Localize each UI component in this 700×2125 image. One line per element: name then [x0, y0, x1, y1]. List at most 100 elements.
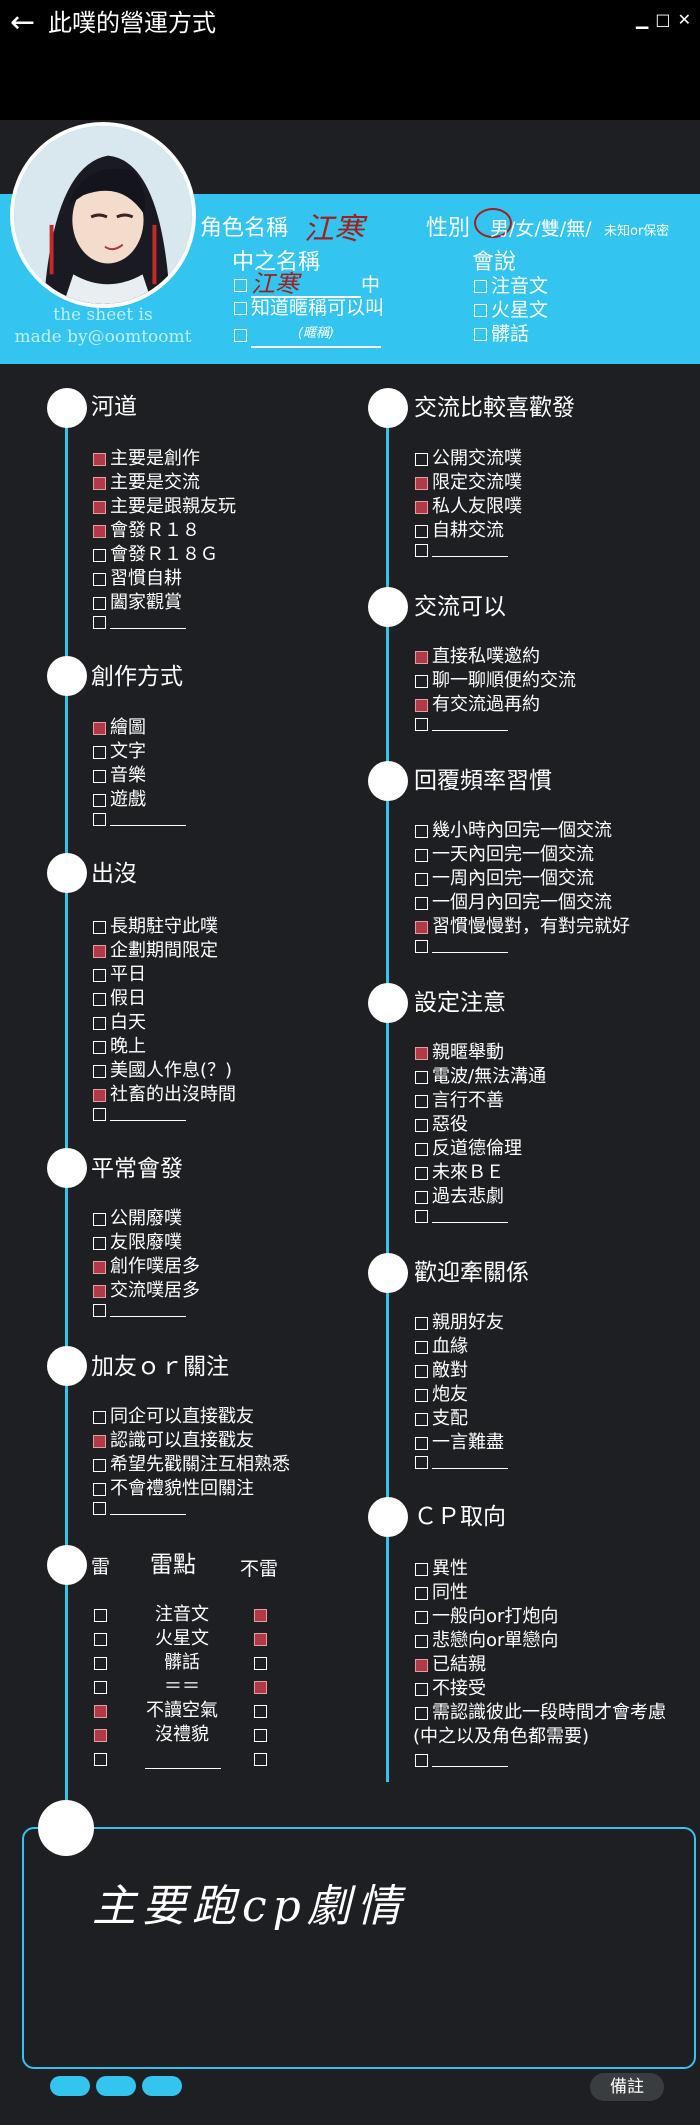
checkbox-icon[interactable] [415, 1209, 428, 1223]
list-item[interactable]: 企劃期間限定 [93, 939, 218, 963]
checkbox-icon[interactable] [415, 848, 428, 862]
list-item[interactable]: 悲戀向or單戀向 [415, 1629, 558, 1653]
list-item[interactable]: 未來ＢＥ [415, 1161, 504, 1185]
list-item[interactable]: 希望先戳關注互相熟悉 [93, 1453, 290, 1477]
checkbox-checked-icon[interactable] [93, 944, 106, 958]
checkbox-icon[interactable] [415, 896, 428, 910]
checkbox-icon[interactable] [93, 920, 106, 934]
list-item[interactable]: 會發Ｒ１８Ｇ [93, 543, 218, 567]
list-item[interactable]: 一般向or打炮向 [415, 1605, 558, 1629]
list-item[interactable]: 音樂 [93, 764, 146, 788]
checkbox-icon[interactable] [415, 1118, 428, 1132]
checkbox-icon[interactable] [415, 1142, 428, 1156]
checkbox-checked-icon[interactable] [93, 721, 106, 735]
checkbox-checked-icon[interactable] [415, 1046, 428, 1060]
nakanohito-row[interactable]: 江寒 中 [234, 272, 380, 298]
list-item[interactable]: 一個月內回完一個交流 [415, 891, 612, 915]
list-item[interactable]: 遊戲 [93, 788, 146, 812]
checkbox-icon[interactable] [234, 328, 247, 342]
checkbox-checked-icon[interactable] [415, 1658, 428, 1672]
checkbox-icon[interactable] [93, 745, 106, 759]
lei-left-checkbox[interactable] [94, 1609, 107, 1622]
list-item-blank[interactable] [415, 939, 508, 953]
list-item[interactable]: 一天內回完一個交流 [415, 843, 594, 867]
lei-right-checkbox[interactable] [254, 1729, 267, 1742]
list-item-blank[interactable] [93, 615, 186, 629]
list-item-blank[interactable] [93, 1303, 186, 1317]
checkbox-icon[interactable] [415, 872, 428, 886]
nickname-row[interactable]: 知道暱稱可以叫 [234, 296, 384, 320]
checkbox-icon[interactable] [415, 1340, 428, 1354]
checkbox-icon[interactable] [415, 524, 428, 538]
checkbox-icon[interactable] [415, 939, 428, 953]
lei-right-checkbox[interactable] [254, 1657, 267, 1670]
checkbox-checked-icon[interactable] [93, 476, 106, 490]
lei-right-checkbox[interactable] [254, 1753, 267, 1766]
checkbox-icon[interactable] [415, 717, 428, 731]
checkbox-icon[interactable] [93, 572, 106, 586]
checkbox-icon[interactable] [234, 301, 247, 315]
checkbox-icon[interactable] [415, 1634, 428, 1648]
checkbox-icon[interactable] [93, 1410, 106, 1424]
checkbox-icon[interactable] [93, 1016, 106, 1030]
checkbox-icon[interactable] [93, 812, 106, 826]
list-item[interactable]: 限定交流噗 [415, 471, 522, 495]
list-item[interactable]: 友限廢噗 [93, 1231, 182, 1255]
list-item[interactable]: 認識可以直接戳友 [93, 1429, 254, 1453]
list-item[interactable]: 交流噗居多 [93, 1279, 200, 1303]
list-item[interactable]: 同企可以直接戳友 [93, 1405, 254, 1429]
checkbox-icon[interactable] [415, 1070, 428, 1084]
checkbox-icon[interactable] [415, 1412, 428, 1426]
checkbox-icon[interactable] [93, 793, 106, 807]
checkbox-icon[interactable] [415, 543, 428, 557]
checkbox-icon[interactable] [415, 1166, 428, 1180]
checkbox-icon[interactable] [415, 1753, 428, 1767]
list-item-blank[interactable] [415, 1455, 508, 1469]
checkbox-checked-icon[interactable] [415, 500, 428, 514]
list-item[interactable]: 不接受 [415, 1677, 486, 1701]
checkbox-icon[interactable] [93, 615, 106, 629]
list-item[interactable]: 主要是交流 [93, 471, 200, 495]
list-item[interactable]: 敵對 [415, 1359, 468, 1383]
checkbox-icon[interactable] [415, 1364, 428, 1378]
checkbox-icon[interactable] [415, 1388, 428, 1402]
list-item[interactable]: 電波/無法溝通 [415, 1065, 546, 1089]
list-item[interactable]: 親暱舉動 [415, 1041, 504, 1065]
checkbox-icon[interactable] [93, 1501, 106, 1515]
list-item[interactable]: 自耕交流 [415, 519, 504, 543]
checkbox-icon[interactable] [93, 1458, 106, 1472]
checkbox-icon[interactable] [415, 1706, 428, 1720]
list-item[interactable]: 一言難盡 [415, 1431, 504, 1455]
list-item[interactable]: 公開交流噗 [415, 447, 522, 471]
list-item[interactable]: 不會禮貌性回關注 [93, 1477, 254, 1501]
checkbox-icon[interactable] [93, 1236, 106, 1250]
checkbox-icon[interactable] [415, 1316, 428, 1330]
list-item[interactable]: 美國人作息(？) [93, 1059, 232, 1083]
checkbox-icon[interactable] [93, 1040, 106, 1054]
checkbox-checked-icon[interactable] [93, 1260, 106, 1274]
list-item[interactable]: 反道德倫理 [415, 1137, 522, 1161]
checkbox-icon[interactable] [234, 278, 247, 292]
lei-right-checkbox[interactable] [254, 1609, 267, 1622]
list-item-blank[interactable] [415, 1209, 508, 1223]
list-item[interactable]: 支配 [415, 1407, 468, 1431]
list-item[interactable]: 習慣自耕 [93, 567, 182, 591]
checkbox-checked-icon[interactable] [415, 650, 428, 664]
list-item[interactable]: 長期駐守此噗 [93, 915, 218, 939]
list-item-blank[interactable] [415, 717, 508, 731]
checkbox-icon[interactable] [415, 1094, 428, 1108]
back-arrow-icon[interactable]: ← [10, 5, 36, 40]
checkbox-checked-icon[interactable] [415, 698, 428, 712]
checkbox-icon[interactable] [93, 992, 106, 1006]
list-item[interactable]: 直接私噗邀約 [415, 645, 540, 669]
pill-tab[interactable] [96, 2076, 136, 2096]
lei-left-checkbox[interactable] [94, 1753, 107, 1766]
list-item[interactable]: 幾小時內回完一個交流 [415, 819, 612, 843]
list-item-blank[interactable] [93, 1501, 186, 1515]
checkbox-icon[interactable] [93, 769, 106, 783]
checkbox-icon[interactable] [93, 1482, 106, 1496]
checkbox-icon[interactable] [415, 1562, 428, 1576]
lei-right-checkbox[interactable] [254, 1705, 267, 1718]
checkbox-checked-icon[interactable] [415, 920, 428, 934]
checkbox-checked-icon[interactable] [93, 500, 106, 514]
